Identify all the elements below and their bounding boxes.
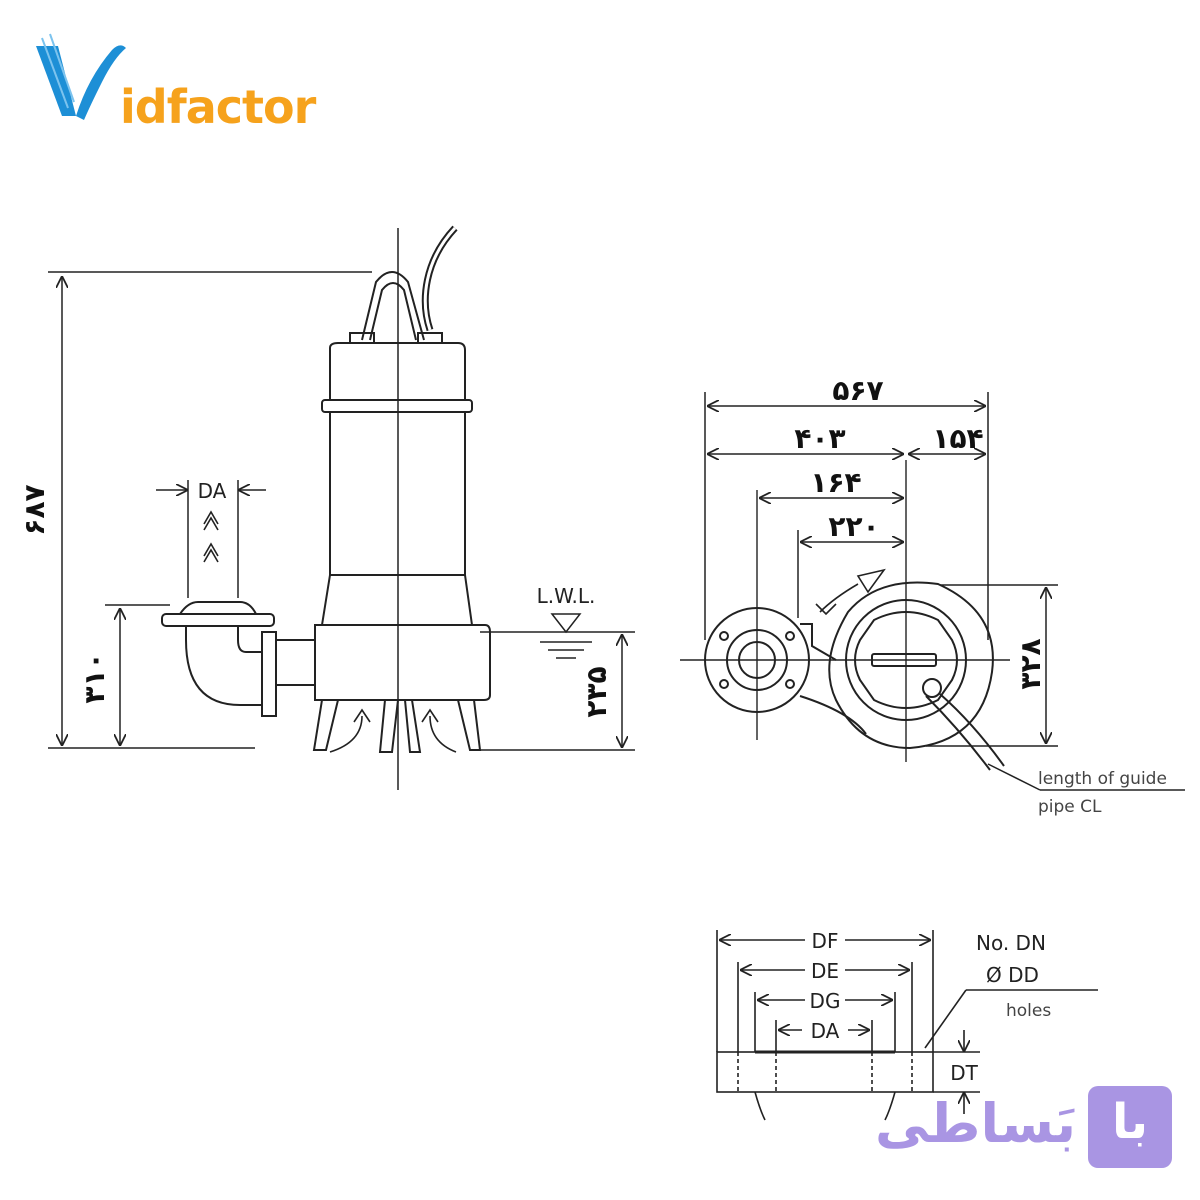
badge-box: با [1088, 1086, 1172, 1168]
flange-df-label: DF [812, 929, 839, 953]
height-right-label: ۳۲۸ [1014, 638, 1047, 689]
logo-text: idfactor [120, 80, 316, 134]
flange-dd-label: Ø DD [986, 963, 1039, 987]
dim-220-label: ۲۲۰ [828, 510, 879, 543]
height-total-label: ۶۸۷ [18, 484, 51, 535]
badge-box-text: با [1111, 1094, 1149, 1150]
flange-dt-label: DT [950, 1061, 978, 1085]
badge-text: بَساطی [875, 1092, 1076, 1155]
logo-v-mark-icon [36, 33, 126, 120]
basati-badge: بَساطی با [832, 1086, 1172, 1168]
guide-note-line2: pipe CL [1038, 797, 1102, 817]
flange-dg-label: DG [810, 989, 841, 1013]
flange-da-label: DA [811, 1019, 840, 1043]
flange-de-label: DE [811, 959, 839, 983]
lwl-label: L.W.L. [537, 584, 596, 608]
dim-164-label: ۱۶۴ [810, 466, 861, 499]
top-view-dimensions [704, 392, 1185, 791]
flange-no-dn-label: No. DN [976, 931, 1046, 955]
pump-side-view [161, 225, 491, 790]
width-right-label: ۱۵۴ [932, 422, 983, 455]
pump-top-view [680, 460, 1010, 771]
flange-holes-label: holes [1006, 1001, 1051, 1021]
width-left-label: ۴۰۳ [794, 422, 845, 455]
da-label-side: DA [198, 479, 227, 503]
flange-detail [716, 930, 1098, 1121]
guide-note-line1: length of guide [1038, 769, 1167, 789]
outlet-flow-arrows [203, 510, 219, 563]
width-total-label: ۵۶۷ [832, 374, 883, 407]
side-view-dimensions [48, 271, 635, 751]
height-outlet-label: ۳۱۰ [78, 652, 111, 703]
height-lwl-label: ۲۳۵ [580, 666, 613, 717]
vidfactor-logo: idfactor [28, 28, 328, 138]
